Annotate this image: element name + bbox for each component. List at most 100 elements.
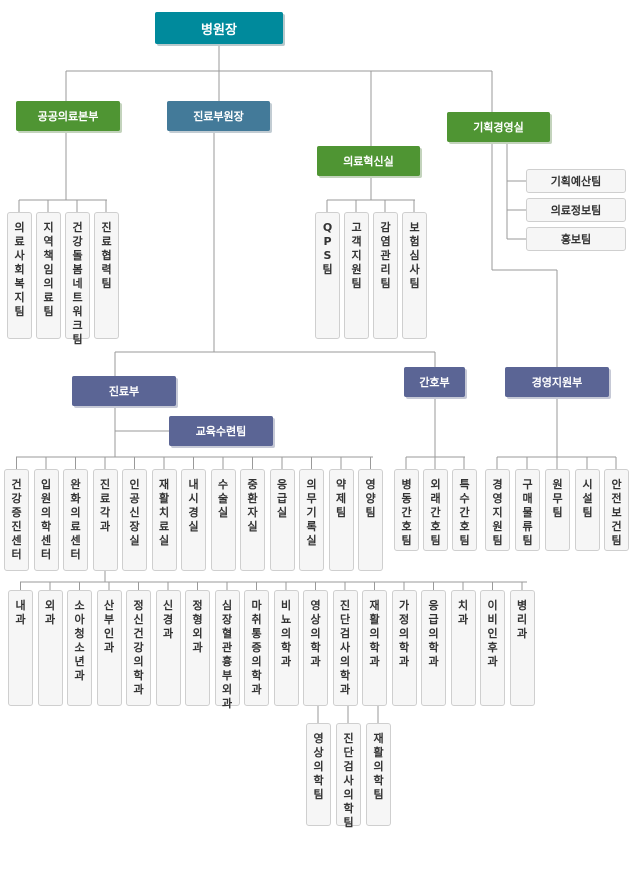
planning-team-0: 기획예산팀 <box>526 169 626 193</box>
planning-team-label: 기획예산팀 <box>550 175 602 188</box>
department-11: 진단검사의학과 <box>332 590 358 706</box>
admin-team-1-label: 구매물류팀 <box>522 478 533 547</box>
nursing-team-2-label: 특수간호팀 <box>459 478 470 547</box>
department-8: 마취통증의학과 <box>244 590 269 706</box>
department-5-label: 신경과 <box>162 599 174 640</box>
department-10-label: 영상의학과 <box>310 599 321 668</box>
public-med-team-3-label: 진료협력팀 <box>101 221 112 290</box>
medical-unit-0: 건강증진센터 <box>4 469 29 571</box>
admin-team-4: 안전보건팀 <box>604 469 629 551</box>
admin-label: 경영지원부 <box>531 376 583 389</box>
innovation-team-0: QPS팀 <box>315 212 340 339</box>
vice-director-label: 진료부원장 <box>193 110 244 123</box>
medical-unit-2: 완화의료센터 <box>63 469 88 571</box>
department-5: 신경과 <box>155 590 181 706</box>
medical-unit-12-label: 영양팀 <box>365 478 376 519</box>
planning-team-label: 의료정보팀 <box>550 204 602 217</box>
department-9: 비뇨의학과 <box>273 590 299 706</box>
department-2-label: 소아청소년과 <box>74 599 85 682</box>
department-16: 이비인후과 <box>480 590 505 706</box>
admin-team-2: 원무팀 <box>545 469 570 551</box>
department-14-label: 응급의학과 <box>428 599 439 668</box>
department-6: 정형외과 <box>185 590 210 706</box>
sub-team-2: 재활의학팀 <box>366 723 391 826</box>
department-6-label: 정형외과 <box>192 599 203 654</box>
medical-unit-5-label: 재활치료실 <box>158 478 170 547</box>
admin-node: 경영지원부 <box>505 367 609 397</box>
admin-team-3-label: 시설팀 <box>582 478 593 519</box>
medical-unit-9: 응급실 <box>269 469 295 571</box>
department-7: 심장혈관흉부외과 <box>214 590 240 710</box>
medical-unit-1-label: 입원의학센터 <box>40 478 52 561</box>
medical-dept-node: 진료부 <box>72 376 176 406</box>
nursing-node: 간호부 <box>404 367 465 397</box>
medical-unit-10-label: 의무기록실 <box>306 478 317 547</box>
medical-unit-3-label: 진료각과 <box>99 478 111 533</box>
department-10: 영상의학과 <box>303 590 328 706</box>
department-4-label: 정신건강의학과 <box>133 599 144 696</box>
root-label: 병원장 <box>201 22 237 38</box>
public-med-team-0-label: 의료사회복지팀 <box>14 221 25 318</box>
department-0-label: 내과 <box>15 599 26 626</box>
public-med-team-1: 지역책임의료팀 <box>36 212 61 339</box>
nursing-team-1-label: 외래간호팀 <box>430 478 441 547</box>
medical-unit-0-label: 건강증진센터 <box>11 478 22 561</box>
nursing-team-2: 특수간호팀 <box>452 469 477 551</box>
public-med-label: 공공의료본부 <box>37 110 99 123</box>
education-label: 교육수련팀 <box>195 425 247 438</box>
public-med-team-2: 건강돌봄네트워크팀 <box>65 212 90 346</box>
public-med-team-2-label: 건강돌봄네트워크팀 <box>72 221 83 346</box>
medical-unit-12: 영양팀 <box>358 469 383 571</box>
innovation-team-2: 감염관리팀 <box>373 212 398 339</box>
public-med-team-3: 진료협력팀 <box>94 212 119 339</box>
medical-unit-5: 재활치료실 <box>151 469 177 571</box>
planning-team-2: 홍보팀 <box>526 227 626 251</box>
department-12: 재활의학과 <box>362 590 387 706</box>
medical-unit-7: 수술실 <box>210 469 236 571</box>
planning-node: 기획경영실 <box>447 112 550 142</box>
planning-team-1: 의료정보팀 <box>526 198 626 222</box>
admin-team-3: 시설팀 <box>575 469 600 551</box>
department-12-label: 재활의학과 <box>369 599 380 668</box>
department-15-label: 치과 <box>457 599 469 626</box>
medical-unit-6-label: 내시경실 <box>188 478 199 533</box>
nursing-team-1: 외래간호팀 <box>423 469 448 551</box>
education-node: 교육수련팀 <box>169 416 273 446</box>
planning-team-label: 홍보팀 <box>560 233 592 246</box>
sub-team-0-label: 영상의학팀 <box>313 732 324 801</box>
sub-team-0: 영상의학팀 <box>306 723 331 826</box>
department-7-label: 심장혈관흉부외과 <box>221 599 233 710</box>
nursing-team-0-label: 병동간호팀 <box>401 478 412 547</box>
department-1-label: 외과 <box>44 599 56 626</box>
innovation-label: 의료혁신실 <box>343 155 394 168</box>
innovation-node: 의료혁신실 <box>317 146 420 176</box>
medical-unit-9-label: 응급실 <box>276 478 288 519</box>
department-13-label: 가정의학과 <box>398 599 410 668</box>
department-3-label: 산부인과 <box>103 599 115 654</box>
nursing-team-0: 병동간호팀 <box>394 469 419 551</box>
innovation-team-1-label: 고객지원팀 <box>351 221 362 290</box>
department-17-label: 병리과 <box>516 599 528 640</box>
medical-unit-7-label: 수술실 <box>217 478 229 519</box>
admin-team-4-label: 안전보건팀 <box>611 478 622 547</box>
medical-unit-3: 진료각과 <box>92 469 118 571</box>
medical-unit-11-label: 약제팀 <box>335 478 347 519</box>
department-14: 응급의학과 <box>421 590 446 706</box>
medical-unit-6: 내시경실 <box>181 469 206 571</box>
medical-unit-8-label: 중환자실 <box>247 478 258 533</box>
department-9-label: 비뇨의학과 <box>280 599 292 668</box>
medical-unit-11: 약제팀 <box>328 469 354 571</box>
department-17: 병리과 <box>509 590 535 706</box>
nursing-label: 간호부 <box>419 376 450 389</box>
department-15: 치과 <box>450 590 476 706</box>
admin-team-2-label: 원무팀 <box>552 478 563 519</box>
department-13: 가정의학과 <box>391 590 417 706</box>
department-1: 외과 <box>37 590 63 706</box>
medical-unit-4: 인공신장실 <box>122 469 147 571</box>
public-med-team-0: 의료사회복지팀 <box>7 212 32 339</box>
vice-director-node: 진료부원장 <box>167 101 270 131</box>
sub-team-1: 진단검사의학팀 <box>336 723 361 829</box>
innovation-team-0-label: QPS팀 <box>322 221 333 276</box>
sub-team-2-label: 재활의학팀 <box>373 732 384 801</box>
medical-dept-label: 진료부 <box>108 385 140 398</box>
